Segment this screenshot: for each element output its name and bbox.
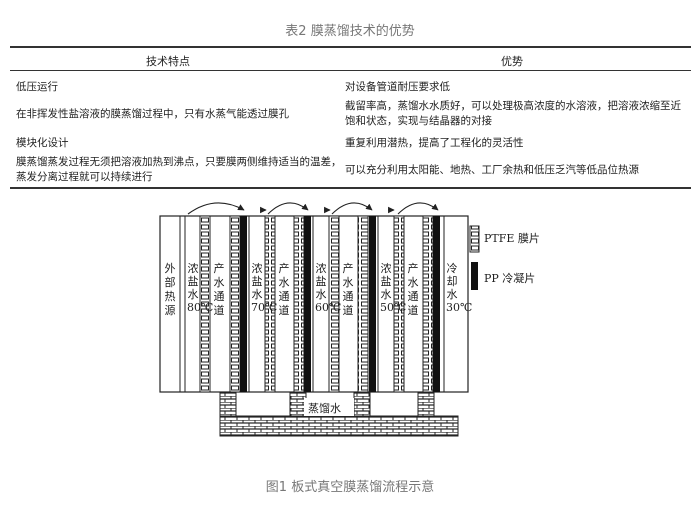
pp-plate-1 xyxy=(240,216,247,392)
ptfe-membrane-6 xyxy=(357,215,369,393)
row-4-advantage: 可以充分利用太阳能、地热、工厂余热和低压乏汽等低品位热源 xyxy=(345,164,639,176)
ptfe-membrane-7 xyxy=(393,215,405,393)
row-3-feature: 模块化设计 xyxy=(16,137,69,149)
module-body xyxy=(159,215,469,393)
heat-flow-arrow-2 xyxy=(267,202,309,215)
distillate-label-box xyxy=(304,398,354,416)
distillate-header-pipe xyxy=(219,415,459,437)
heat-flow-arrow-3 xyxy=(331,202,373,215)
ptfe-membranes xyxy=(199,215,434,393)
heat-flow-arrow-4 xyxy=(397,202,439,215)
ptfe-membrane-3 xyxy=(264,215,276,393)
ptfe-membrane-8 xyxy=(422,215,434,393)
header-advantage: 优势 xyxy=(501,55,523,68)
pp-plate-4 xyxy=(433,216,440,392)
table-bottom-rule xyxy=(10,187,691,189)
pp-condenser-plates xyxy=(240,216,440,392)
row-4-feature: 膜蒸馏蒸发过程无须把溶液加热到沸点，只要膜两侧维持适当的温差，蒸发分离过程就可以… xyxy=(16,156,342,183)
diagram-legend xyxy=(469,225,480,290)
figure-caption: 图1 板式真空膜蒸馏流程示意 xyxy=(265,480,435,495)
table-caption: 表2 膜蒸馏技术的优势 xyxy=(285,24,415,39)
distillate-collection xyxy=(219,391,459,437)
legend-pp-swatch xyxy=(471,262,478,290)
row-1-feature: 低压运行 xyxy=(16,81,58,93)
table-top-rule xyxy=(10,46,691,48)
row-2-advantage: 截留率高，蒸馏水水质好，可以处理极高浓度的水溶液，把溶液浓缩至近饱和状态，实现与… xyxy=(345,100,681,127)
ptfe-membrane-5 xyxy=(328,215,340,393)
ptfe-membrane-2 xyxy=(229,215,241,393)
row-3-advantage: 重复利用潜热，提高了工程化的灵活性 xyxy=(345,137,524,149)
pp-plate-2 xyxy=(304,216,311,392)
ptfe-membrane-4 xyxy=(293,215,305,393)
ptfe-membrane-1 xyxy=(199,215,211,393)
heat-flow-arrows xyxy=(187,202,439,215)
pp-plate-3 xyxy=(369,216,376,392)
heat-flow-arrow-1 xyxy=(187,202,245,215)
row-2-feature: 在非挥发性盐溶液的膜蒸馏过程中，只有水蒸气能透过膜孔 xyxy=(16,108,289,120)
row-1-advantage: 对设备管道耐压要求低 xyxy=(345,81,450,93)
legend-ptfe-swatch xyxy=(469,225,480,253)
header-feature: 技术特点 xyxy=(146,55,190,68)
table-header-rule xyxy=(10,70,691,71)
